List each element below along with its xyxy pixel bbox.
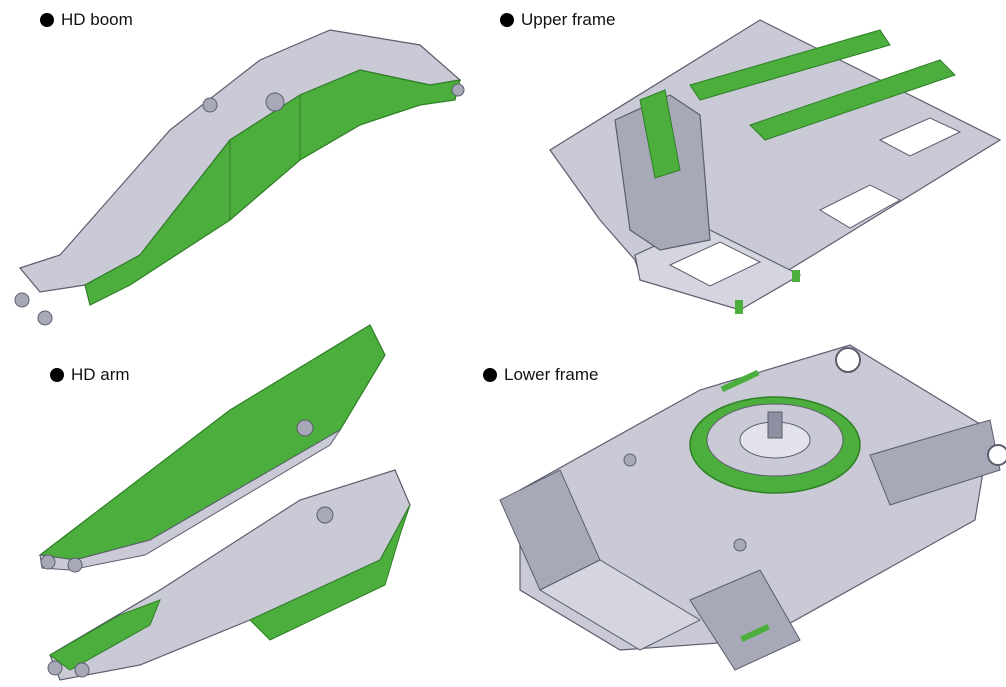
lower-frame-label: Lower frame: [483, 365, 598, 385]
bullet-icon: [500, 13, 514, 27]
hd-boom-label-text: HD boom: [61, 10, 133, 29]
hd-arm-label: HD arm: [50, 365, 130, 385]
hd-boom-label: HD boom: [40, 10, 133, 30]
upper-frame-label: Upper frame: [500, 10, 615, 30]
hd-arm-label-text: HD arm: [71, 365, 130, 384]
bullet-icon: [40, 13, 54, 27]
lower-frame-label-text: Lower frame: [504, 365, 599, 384]
bullet-icon: [50, 368, 64, 382]
bullet-icon: [483, 368, 497, 382]
upper-frame-label-text: Upper frame: [521, 10, 616, 29]
